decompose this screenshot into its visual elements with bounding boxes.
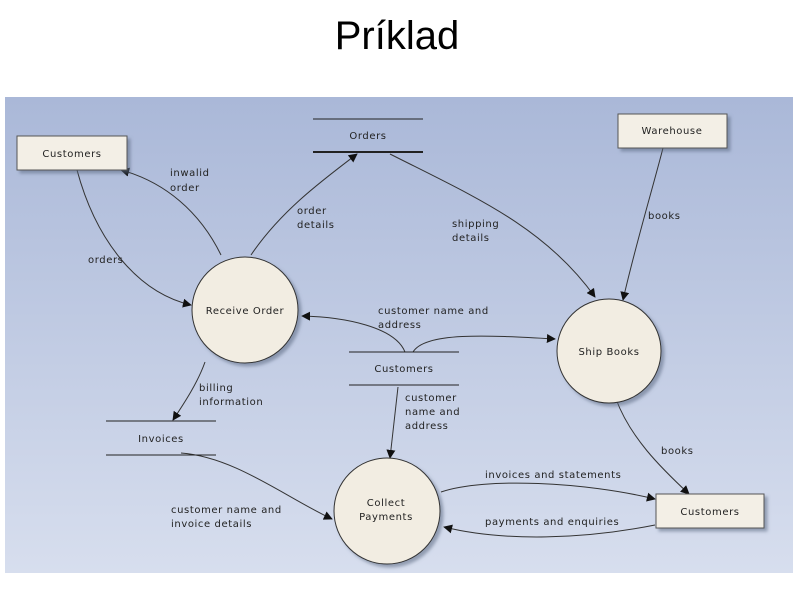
entity-customers-bottom-label: Customers xyxy=(680,507,739,518)
flow-label-customer-name-address-2: address xyxy=(378,320,422,331)
flow-label-customer-invoice-2: invoice details xyxy=(171,519,252,530)
flow-books-ship xyxy=(615,398,690,495)
entity-warehouse-label: Warehouse xyxy=(642,126,703,137)
flow-label-customer-invoice-1: customer name and xyxy=(171,505,282,516)
flow-label-payments-enquiries: payments and enquiries xyxy=(485,517,619,528)
flow-label-customer-name-address-v1: customer xyxy=(405,393,457,404)
store-customers: Customers xyxy=(349,351,459,386)
flow-customer-invoice-details xyxy=(180,452,333,520)
flow-billing-information xyxy=(172,361,206,421)
flow-label-invalid-order-1: inwalid xyxy=(170,168,210,179)
flow-label-order-details-1: order xyxy=(297,206,327,217)
flow-label-order-details-2: details xyxy=(297,220,335,231)
process-receive-order: Receive Order xyxy=(191,256,299,364)
flow-label-billing-information-2: information xyxy=(199,397,263,408)
flow-label-customer-name-address-v2: name and xyxy=(405,407,460,418)
flow-books-warehouse xyxy=(620,147,664,301)
flow-payments-enquiries xyxy=(443,524,656,538)
flow-orders xyxy=(76,169,192,308)
flow-invoices-statements xyxy=(440,482,656,502)
entity-warehouse: Warehouse xyxy=(617,113,728,149)
flow-label-customer-name-address-1: customer name and xyxy=(378,306,489,317)
process-collect-payments-label-2: Payments xyxy=(359,512,413,523)
store-invoices-label: Invoices xyxy=(138,434,184,445)
flow-label-invalid-order-2: order xyxy=(170,183,200,194)
process-collect-payments: Collect Payments xyxy=(333,457,441,565)
entity-customers-top-label: Customers xyxy=(42,149,101,160)
flow-label-books-ship: books xyxy=(661,446,694,457)
store-customers-label: Customers xyxy=(374,364,433,375)
entity-customers-bottom: Customers xyxy=(655,493,765,529)
flow-label-orders: orders xyxy=(88,255,123,266)
process-ship-books-label: Ship Books xyxy=(578,347,639,358)
store-orders: Orders xyxy=(313,118,423,153)
process-receive-order-label: Receive Order xyxy=(206,306,285,317)
flow-customer-name-address-to-receive xyxy=(301,311,406,353)
slide-title: Príklad xyxy=(334,14,460,58)
flow-invalid-order xyxy=(120,167,222,256)
flow-order-details xyxy=(250,153,358,256)
process-collect-payments-label-1: Collect xyxy=(367,498,405,509)
flow-label-customer-name-address-v3: address xyxy=(405,421,449,432)
store-invoices: Invoices xyxy=(106,420,216,456)
data-flow-diagram: Customers Warehouse Customers Receive Or… xyxy=(5,97,793,573)
flow-label-books-warehouse: books xyxy=(648,211,681,222)
flow-customer-name-address-to-ship xyxy=(412,334,556,353)
entity-customers-top: Customers xyxy=(16,135,128,171)
flow-label-shipping-details-1: shipping xyxy=(452,219,499,230)
flow-label-shipping-details-2: details xyxy=(452,233,490,244)
flow-customer-name-address-down xyxy=(386,386,399,459)
flow-labels: inwalid order orders order details shipp… xyxy=(88,168,694,530)
process-ship-books: Ship Books xyxy=(556,298,662,404)
store-orders-label: Orders xyxy=(349,131,386,142)
flow-shipping-details xyxy=(389,153,596,298)
flow-label-billing-information-1: billing xyxy=(199,383,233,394)
flow-label-invoices-statements: invoices and statements xyxy=(485,470,621,481)
